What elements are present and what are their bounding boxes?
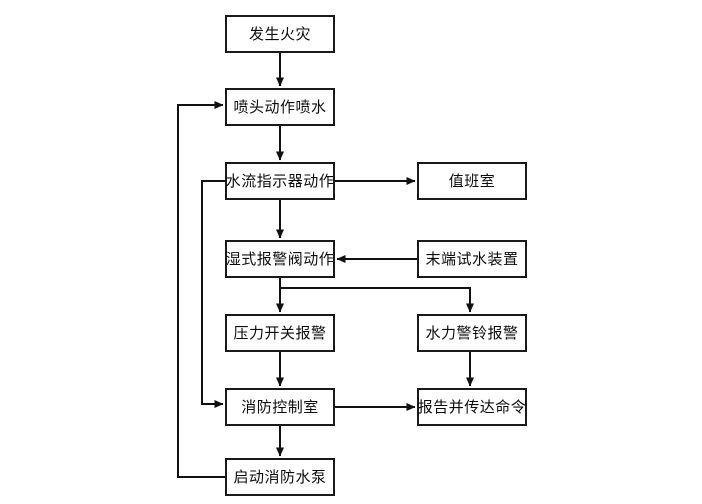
node-wet-alarm-valve[interactable]: 湿式报警阀动作 <box>225 240 335 278</box>
node-report-and-relay-orders[interactable]: 报告并传达命令 <box>417 388 527 426</box>
edge-wetvalve-to-waterbell <box>279 278 474 313</box>
node-sprinkler-activation[interactable]: 喷头动作喷水 <box>225 88 335 126</box>
node-end-test-device[interactable]: 末端试水装置 <box>417 240 527 278</box>
edge-flow-feedback-to-ctrlroom <box>201 180 225 408</box>
node-water-flow-indicator-label: 水流指示器动作 <box>225 171 335 190</box>
node-duty-room[interactable]: 值班室 <box>417 162 527 200</box>
node-duty-room-label: 值班室 <box>448 171 496 190</box>
node-pressure-switch-alarm-label: 压力开关报警 <box>233 323 327 342</box>
node-fire[interactable]: 发生火灾 <box>225 15 335 53</box>
node-pressure-switch-alarm[interactable]: 压力开关报警 <box>225 314 335 352</box>
node-fire-label: 发生火灾 <box>248 24 311 43</box>
node-start-fire-pump-label: 启动消防水泵 <box>233 467 327 486</box>
node-wet-alarm-valve-label: 湿式报警阀动作 <box>225 249 335 268</box>
node-water-bell-alarm-label: 水力警铃报警 <box>425 323 519 342</box>
node-water-bell-alarm[interactable]: 水力警铃报警 <box>417 314 527 352</box>
node-start-fire-pump[interactable]: 启动消防水泵 <box>225 458 335 496</box>
node-sprinkler-activation-label: 喷头动作喷水 <box>233 97 327 116</box>
node-fire-control-room[interactable]: 消防控制室 <box>225 388 335 426</box>
edge-pump-feedback-to-sprinkler <box>177 101 225 478</box>
node-report-and-relay-orders-label: 报告并传达命令 <box>417 397 527 416</box>
node-water-flow-indicator[interactable]: 水流指示器动作 <box>225 162 335 200</box>
node-fire-control-room-label: 消防控制室 <box>241 397 319 416</box>
node-end-test-device-label: 末端试水装置 <box>425 249 519 268</box>
